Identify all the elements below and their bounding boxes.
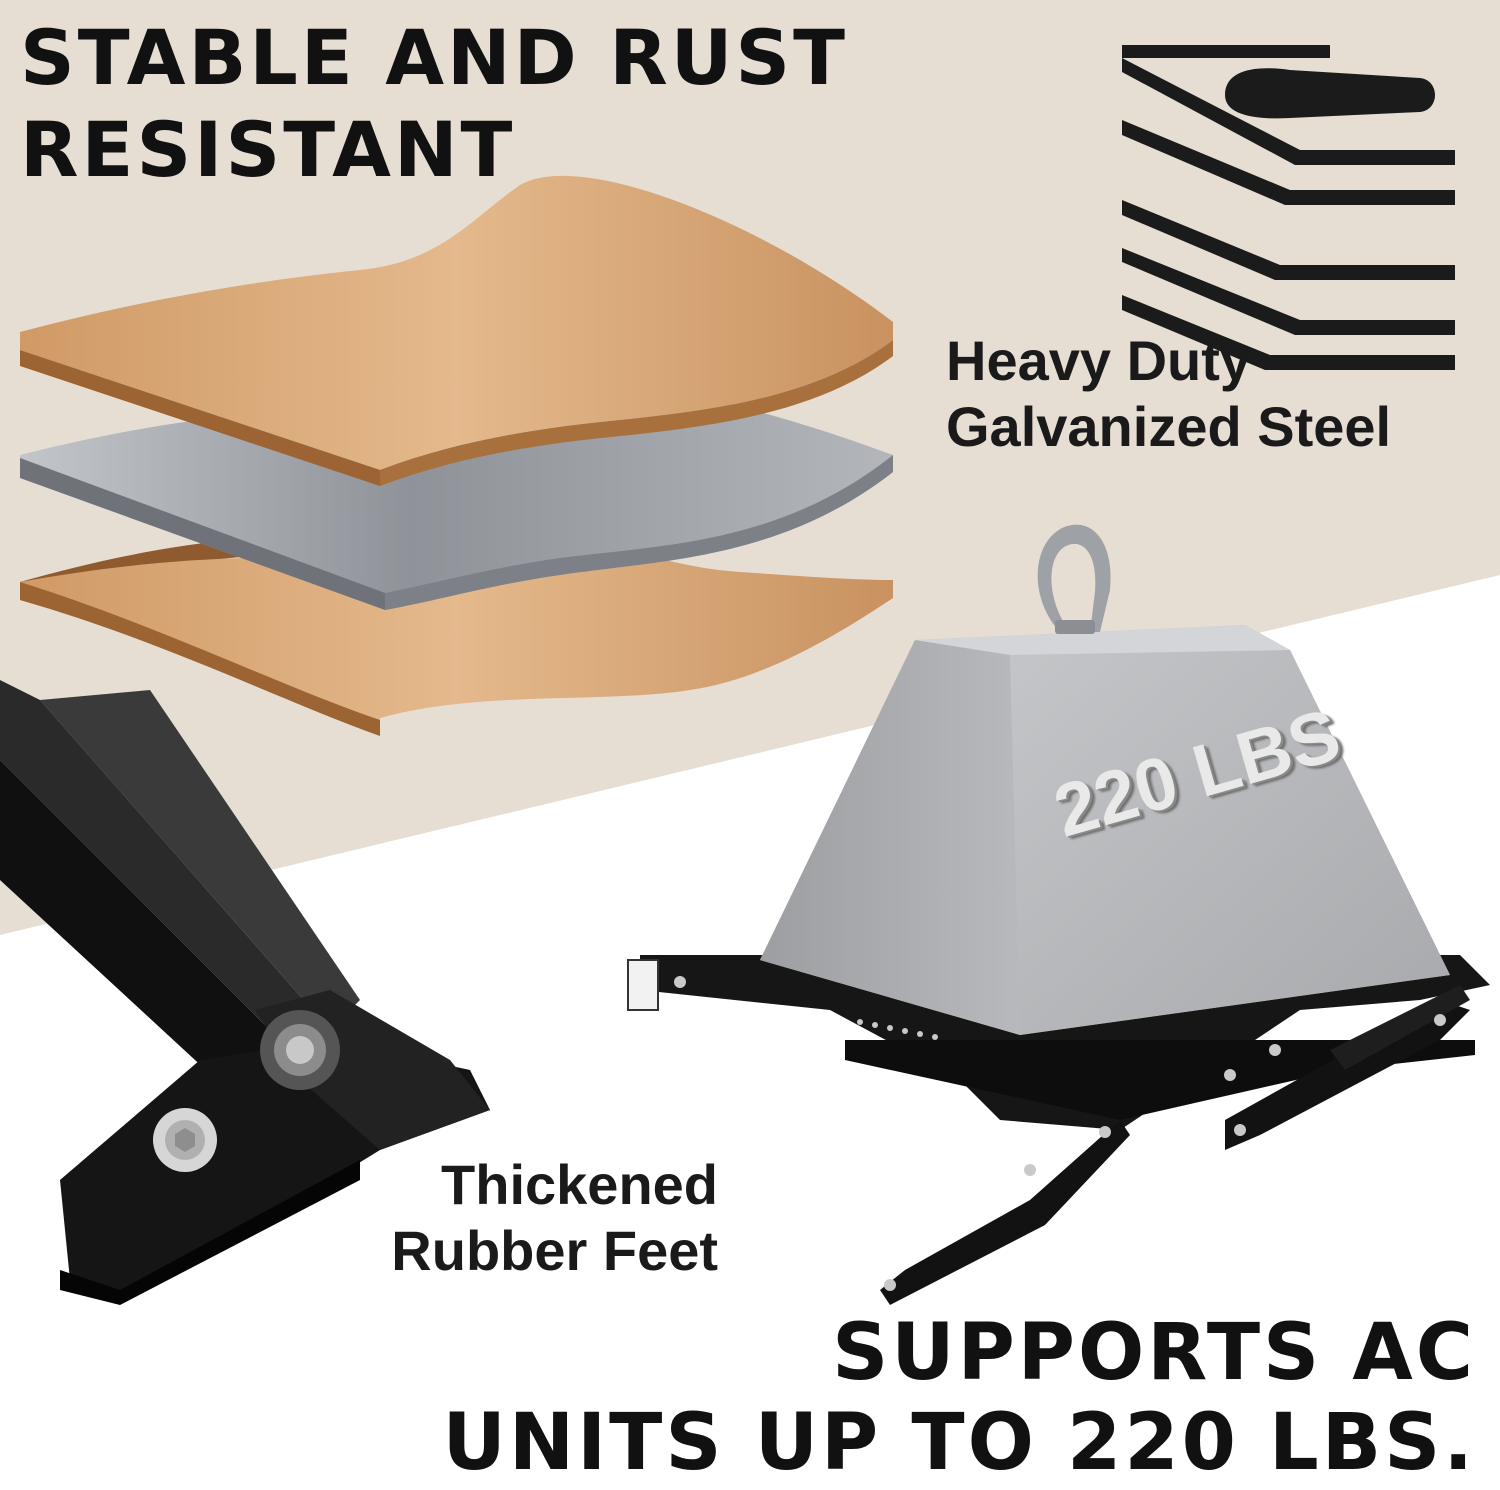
headline-bottom-line-2: UNITS UP TO 220 LBS.: [442, 1398, 1476, 1488]
steel-layers-icon: [1122, 45, 1455, 370]
material-layers: [20, 175, 893, 736]
material-label-line-2: Galvanized Steel: [946, 395, 1392, 458]
headline-bottom-line-1: SUPPORTS AC: [832, 1308, 1476, 1398]
bracket-holes: [674, 976, 1446, 1291]
headline-bottom: SUPPORTS AC UNITS UP TO 220 LBS.: [376, 1308, 1476, 1488]
feet-label-line-1: Thickened: [441, 1153, 718, 1216]
headline-top: STABLE AND RUST RESISTANT: [20, 12, 880, 196]
feet-label: Thickened Rubber Feet: [298, 1152, 718, 1284]
rubber-foot-bracket: [0, 680, 490, 1305]
feet-label-line-2: Rubber Feet: [391, 1219, 718, 1282]
headline-top-line-1: STABLE AND RUST: [20, 13, 849, 102]
steel-layer: [20, 391, 893, 610]
wood-layer-top: [20, 175, 893, 486]
weight-block: [760, 524, 1450, 1035]
material-label-line-1: Heavy Duty: [946, 329, 1252, 392]
headline-top-line-2: RESISTANT: [20, 105, 516, 194]
material-label: Heavy Duty Galvanized Steel: [946, 328, 1406, 460]
